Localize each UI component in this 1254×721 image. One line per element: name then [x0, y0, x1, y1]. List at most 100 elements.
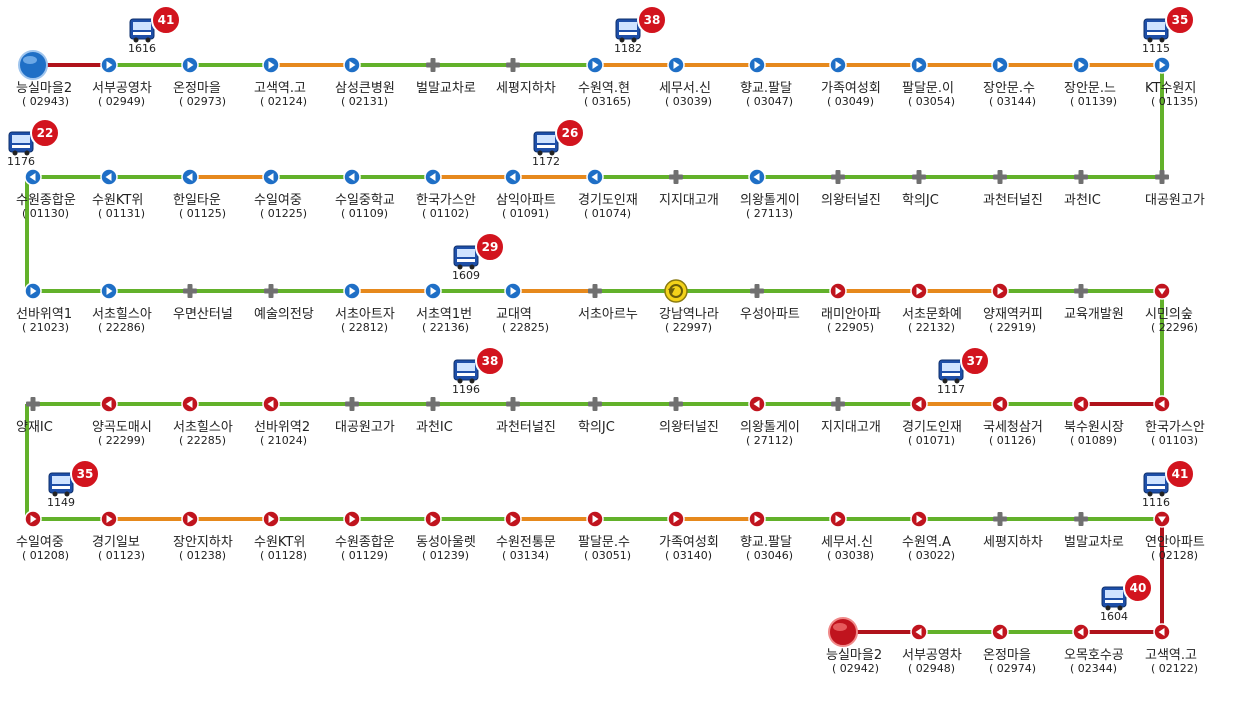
station-name[interactable]: 서부공영차 [92, 81, 152, 96]
start-point-icon[interactable] [18, 50, 48, 80]
stop-arrow-right-icon[interactable] [829, 282, 847, 300]
station-name[interactable]: 서초힐스아 [92, 307, 152, 322]
stop-arrow-down-icon[interactable] [1153, 510, 1171, 528]
stop-arrow-right-icon[interactable] [991, 56, 1009, 74]
station-name[interactable]: 양재IC [16, 420, 53, 435]
station-name[interactable]: 온정마을 [983, 648, 1031, 663]
stop-arrow-left-icon[interactable] [262, 168, 280, 186]
station-name[interactable]: 수원전통문 [496, 535, 556, 550]
stop-arrow-right-icon[interactable] [910, 510, 928, 528]
station-name[interactable]: 수원역.A [902, 535, 951, 550]
station-name[interactable]: 경기도인재 [578, 193, 638, 208]
station-name[interactable]: 수원종합운 [16, 193, 76, 208]
station-name[interactable]: 과천IC [1064, 193, 1101, 208]
station-name[interactable]: 장안문.느 [1064, 81, 1116, 96]
stop-arrow-right-icon[interactable] [829, 510, 847, 528]
stop-arrow-left-icon[interactable] [910, 395, 928, 413]
station-name[interactable]: 선바위역1 [16, 307, 72, 322]
station-name[interactable]: 고색역.고 [254, 81, 306, 96]
stop-arrow-left-icon[interactable] [24, 168, 42, 186]
station-name[interactable]: 과천터널진 [496, 420, 556, 435]
station-name[interactable]: 학의JC [902, 193, 939, 208]
stop-arrow-left-icon[interactable] [1072, 623, 1090, 641]
stop-arrow-right-icon[interactable] [910, 282, 928, 300]
station-name[interactable]: 서초역1번 [416, 307, 472, 322]
station-name[interactable]: 연안아파트 [1145, 535, 1205, 550]
station-name[interactable]: 동성아울렛 [416, 535, 476, 550]
station-name[interactable]: 의왕톨게이 [740, 193, 800, 208]
stop-arrow-right-icon[interactable] [181, 510, 199, 528]
stop-arrow-left-icon[interactable] [1153, 623, 1171, 641]
stop-arrow-left-icon[interactable] [910, 623, 928, 641]
station-name[interactable]: 삼익아파트 [496, 193, 556, 208]
station-name[interactable]: 벌말교차로 [416, 81, 476, 96]
station-name[interactable]: 의왕터널진 [821, 193, 881, 208]
station-name[interactable]: 국세청삼거 [983, 420, 1043, 435]
station-name[interactable]: 수원KT위 [92, 193, 143, 208]
stop-arrow-left-icon[interactable] [181, 168, 199, 186]
stop-arrow-right-icon[interactable] [24, 282, 42, 300]
station-name[interactable]: 교대역 [496, 307, 532, 322]
station-name[interactable]: 팔달문.수 [578, 535, 630, 550]
stop-arrow-right-icon[interactable] [829, 56, 847, 74]
station-name[interactable]: 수원KT위 [254, 535, 305, 550]
station-name[interactable]: 대공원고가 [1145, 193, 1205, 208]
station-name[interactable]: 래미안아파 [821, 307, 881, 322]
station-name[interactable]: 북수원시장 [1064, 420, 1124, 435]
station-name[interactable]: 대공원고가 [335, 420, 395, 435]
stop-arrow-left-icon[interactable] [991, 395, 1009, 413]
stop-arrow-left-icon[interactable] [748, 168, 766, 186]
stop-arrow-right-icon[interactable] [262, 56, 280, 74]
stop-arrow-right-icon[interactable] [181, 56, 199, 74]
station-name[interactable]: 한일타운 [173, 193, 221, 208]
stop-arrow-right-icon[interactable] [504, 282, 522, 300]
station-name[interactable]: 수원역.현 [578, 81, 630, 96]
station-name[interactable]: 교육개발원 [1064, 307, 1124, 322]
station-name[interactable]: 장안지하차 [173, 535, 233, 550]
stop-arrow-left-icon[interactable] [343, 168, 361, 186]
station-name[interactable]: 시민의숲 [1145, 307, 1193, 322]
stop-arrow-right-icon[interactable] [748, 56, 766, 74]
stop-arrow-right-icon[interactable] [748, 510, 766, 528]
station-name[interactable]: 예술의전당 [254, 307, 314, 322]
stop-arrow-right-icon[interactable] [586, 510, 604, 528]
stop-arrow-right-icon[interactable] [262, 510, 280, 528]
station-name[interactable]: 한국가스안 [416, 193, 476, 208]
station-name[interactable]: 학의JC [578, 420, 615, 435]
stop-arrow-left-icon[interactable] [100, 168, 118, 186]
stop-arrow-right-icon[interactable] [100, 510, 118, 528]
stop-arrow-right-icon[interactable] [586, 56, 604, 74]
stop-arrow-left-icon[interactable] [504, 168, 522, 186]
stop-arrow-right-icon[interactable] [100, 282, 118, 300]
station-name[interactable]: 온정마을 [173, 81, 221, 96]
stop-arrow-left-icon[interactable] [181, 395, 199, 413]
stop-arrow-left-icon[interactable] [424, 168, 442, 186]
stop-arrow-right-icon[interactable] [1153, 56, 1171, 74]
stop-arrow-left-icon[interactable] [586, 168, 604, 186]
station-name[interactable]: KT수원지 [1145, 81, 1196, 96]
station-name[interactable]: 한국가스안 [1145, 420, 1205, 435]
stop-arrow-left-icon[interactable] [991, 623, 1009, 641]
station-name[interactable]: 지지대고개 [659, 193, 719, 208]
stop-arrow-left-icon[interactable] [1153, 395, 1171, 413]
station-name[interactable]: 가족여성회 [659, 535, 719, 550]
station-name[interactable]: 수일중학교 [335, 193, 395, 208]
stop-arrow-right-icon[interactable] [504, 510, 522, 528]
station-name[interactable]: 향교.팔달 [740, 81, 792, 96]
station-name[interactable]: 지지대고개 [821, 420, 881, 435]
station-name[interactable]: 향교.팔달 [740, 535, 792, 550]
station-name[interactable]: 세무서.신 [659, 81, 711, 96]
stop-arrow-right-icon[interactable] [910, 56, 928, 74]
station-name[interactable]: 서초아트자 [335, 307, 395, 322]
stop-arrow-right-icon[interactable] [100, 56, 118, 74]
station-name[interactable]: 벌말교차로 [1064, 535, 1124, 550]
station-name[interactable]: 삼성큰병원 [335, 81, 395, 96]
